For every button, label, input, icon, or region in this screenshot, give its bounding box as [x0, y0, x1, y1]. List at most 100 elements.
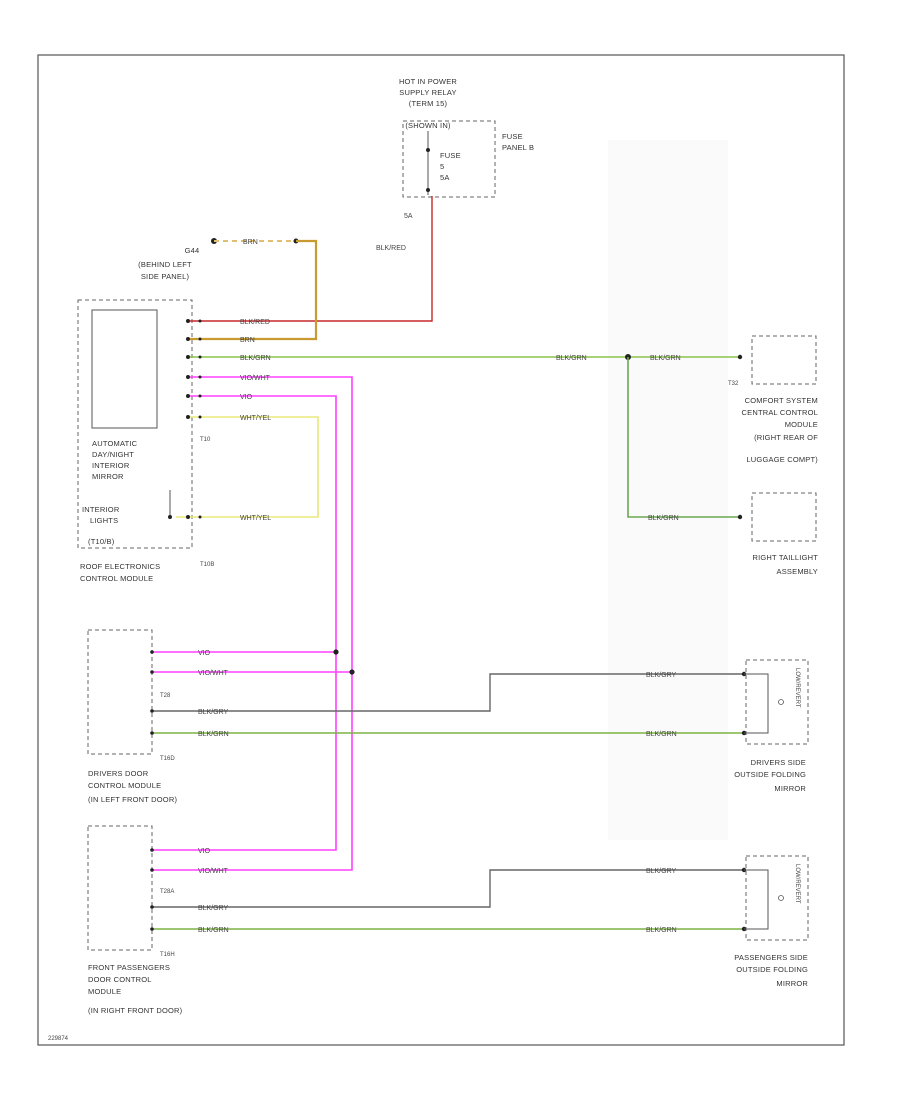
wire-label-brn-ground: BRN — [243, 239, 258, 246]
svg-text:(IN LEFT FRONT DOOR): (IN LEFT FRONT DOOR) — [88, 795, 177, 804]
interior-lights-label: INTERIOR LIGHTS (T10/B) — [82, 505, 120, 546]
svg-text:MIRROR: MIRROR — [776, 979, 808, 988]
driver-mirror-box — [745, 659, 809, 745]
pass-door-box — [87, 825, 153, 951]
diagram-frame — [37, 54, 845, 1046]
wire-label-5a: 5A — [404, 213, 413, 220]
svg-text:OUTSIDE FOLDING: OUTSIDE FOLDING — [734, 770, 806, 779]
driver-door-label: DRIVERS DOOR CONTROL MODULE (IN LEFT FRO… — [88, 769, 177, 804]
driver-door-box — [87, 629, 153, 755]
svg-text:MIRROR: MIRROR — [774, 784, 806, 793]
fuse-panel-box — [402, 120, 496, 198]
svg-text:ROOF ELECTRONICS: ROOF ELECTRONICS — [80, 562, 160, 571]
svg-text:OUTSIDE FOLDING: OUTSIDE FOLDING — [736, 965, 808, 974]
svg-text:VIO: VIO — [240, 394, 253, 401]
roof-module-title: ROOF ELECTRONICS CONTROL MODULE — [80, 562, 160, 583]
wire-vio — [152, 395, 337, 851]
connector-t16d: T16D — [160, 756, 175, 762]
svg-text:LUGGAGE COMPT): LUGGAGE COMPT) — [746, 455, 818, 464]
pass-mirror-box — [745, 855, 809, 941]
ground-g44-label: G44 (BEHIND LEFT SIDE PANEL) — [138, 246, 199, 281]
svg-text:BLK/GRN: BLK/GRN — [198, 731, 229, 738]
svg-text:BLK/GRY: BLK/GRY — [646, 868, 677, 875]
pass-mirror-vertical-label: LOW/REVERT — [794, 864, 800, 904]
svg-text:(BEHIND LEFT: (BEHIND LEFT — [138, 260, 192, 269]
pass-mirror-label: PASSENGERS SIDE OUTSIDE FOLDING MIRROR — [734, 953, 808, 988]
svg-text:CENTRAL CONTROL: CENTRAL CONTROL — [742, 408, 818, 417]
svg-text:DOOR CONTROL: DOOR CONTROL — [88, 975, 152, 984]
svg-text:MIRROR: MIRROR — [92, 472, 124, 481]
svg-text:VIO: VIO — [198, 650, 211, 657]
connector-t28a: T28A — [160, 889, 174, 895]
mirror-box — [91, 309, 158, 429]
roof-wire-pins — [186, 319, 202, 519]
svg-text:(IN RIGHT FRONT DOOR): (IN RIGHT FRONT DOOR) — [88, 1006, 183, 1015]
svg-text:SIDE PANEL): SIDE PANEL) — [141, 272, 190, 281]
wire-label-comfort-a: BLK/GRN — [556, 355, 587, 362]
comfort-module-label: COMFORT SYSTEM CENTRAL CONTROL MODULE (R… — [742, 396, 819, 464]
wire-label-comfort-b: BLK/GRN — [650, 355, 681, 362]
svg-text:HOT IN POWER: HOT IN POWER — [399, 77, 457, 86]
mirror-label: AUTOMATIC DAY/NIGHT INTERIOR MIRROR — [92, 439, 137, 481]
connector-t10: T10 — [200, 437, 211, 443]
svg-text:WHT/YEL: WHT/YEL — [240, 515, 271, 522]
diagram-code: 229874 — [48, 1036, 69, 1042]
svg-text:PASSENGERS SIDE: PASSENGERS SIDE — [734, 953, 808, 962]
driver-mirror-vertical-label: LOW/REVERT — [794, 668, 800, 708]
taillight-label: RIGHT TAILLIGHT ASSEMBLY — [752, 553, 818, 576]
svg-text:BLK/GRY: BLK/GRY — [198, 905, 229, 912]
pass-door-wire-labels: VIO VIO/WHT BLK/GRY BLK/GRN BLK/GRY BLK/… — [198, 848, 677, 934]
svg-text:VIO: VIO — [198, 848, 211, 855]
svg-text:SUPPLY RELAY: SUPPLY RELAY — [399, 88, 456, 97]
svg-text:DRIVERS DOOR: DRIVERS DOOR — [88, 769, 149, 778]
driver-door-pins — [150, 650, 154, 735]
wire-pass-blk-gry — [152, 869, 742, 908]
fuse-label: FUSE — [440, 151, 461, 160]
svg-text:BLK/GRN: BLK/GRN — [646, 731, 677, 738]
svg-text:(SHOWN IN): (SHOWN IN) — [405, 121, 451, 130]
svg-text:BLK/GRY: BLK/GRY — [198, 709, 229, 716]
wire-label-taillight: BLK/GRN — [648, 515, 679, 522]
roof-wire-labels: BLK/RED BRN BLK/GRN VIO/WHT VIO WHT/YEL … — [240, 319, 271, 522]
svg-text:CONTROL MODULE: CONTROL MODULE — [80, 574, 153, 583]
connector-t28: T28 — [160, 693, 171, 699]
comfort-module-box — [751, 335, 817, 385]
connector-t16h: T16H — [160, 952, 175, 958]
svg-text:INTERIOR: INTERIOR — [92, 461, 130, 470]
svg-text:BLK/GRN: BLK/GRN — [240, 355, 271, 362]
svg-text:VIO/WHT: VIO/WHT — [240, 375, 271, 382]
svg-text:(T10/B): (T10/B) — [88, 537, 115, 546]
svg-text:FRONT PASSENGERS: FRONT PASSENGERS — [88, 963, 170, 972]
connector-t32: T32 — [728, 381, 739, 387]
svg-text:BLK/RED: BLK/RED — [240, 319, 270, 326]
pass-door-label: FRONT PASSENGERS DOOR CONTROL MODULE (IN… — [88, 963, 183, 1015]
wire-taillight — [627, 357, 740, 518]
svg-text:5: 5 — [440, 162, 444, 171]
wire-blk-red — [190, 196, 433, 322]
svg-text:5A: 5A — [440, 173, 450, 182]
roof-module-box — [77, 299, 193, 549]
svg-text:RIGHT TAILLIGHT: RIGHT TAILLIGHT — [752, 553, 818, 562]
svg-text:(TERM 15): (TERM 15) — [409, 99, 448, 108]
fuse-panel-label: FUSE — [502, 132, 523, 141]
svg-text:BRN: BRN — [240, 337, 255, 344]
svg-text:CONTROL MODULE: CONTROL MODULE — [88, 781, 161, 790]
svg-text:PANEL B: PANEL B — [502, 143, 534, 152]
svg-text:LIGHTS: LIGHTS — [90, 516, 118, 525]
svg-text:WHT/YEL: WHT/YEL — [240, 415, 271, 422]
svg-text:INTERIOR: INTERIOR — [82, 505, 120, 514]
svg-text:VIO/WHT: VIO/WHT — [198, 670, 229, 677]
wire-driver-blk-gry — [152, 673, 742, 712]
wire-vio-wht — [152, 376, 353, 871]
pass-door-pins — [150, 848, 154, 931]
svg-text:MODULE: MODULE — [88, 987, 121, 996]
svg-text:BLK/GRN: BLK/GRN — [198, 927, 229, 934]
svg-text:BLK/GRY: BLK/GRY — [646, 672, 677, 679]
svg-text:BLK/GRN: BLK/GRN — [646, 927, 677, 934]
wire-label-relay: BLK/RED — [376, 245, 406, 252]
driver-door-wire-labels: VIO VIO/WHT BLK/GRY BLK/GRN BLK/GRY BLK/… — [198, 650, 677, 738]
svg-text:VIO/WHT: VIO/WHT — [198, 868, 229, 875]
wire-brn — [190, 239, 318, 341]
svg-text:(RIGHT REAR OF: (RIGHT REAR OF — [754, 433, 818, 442]
